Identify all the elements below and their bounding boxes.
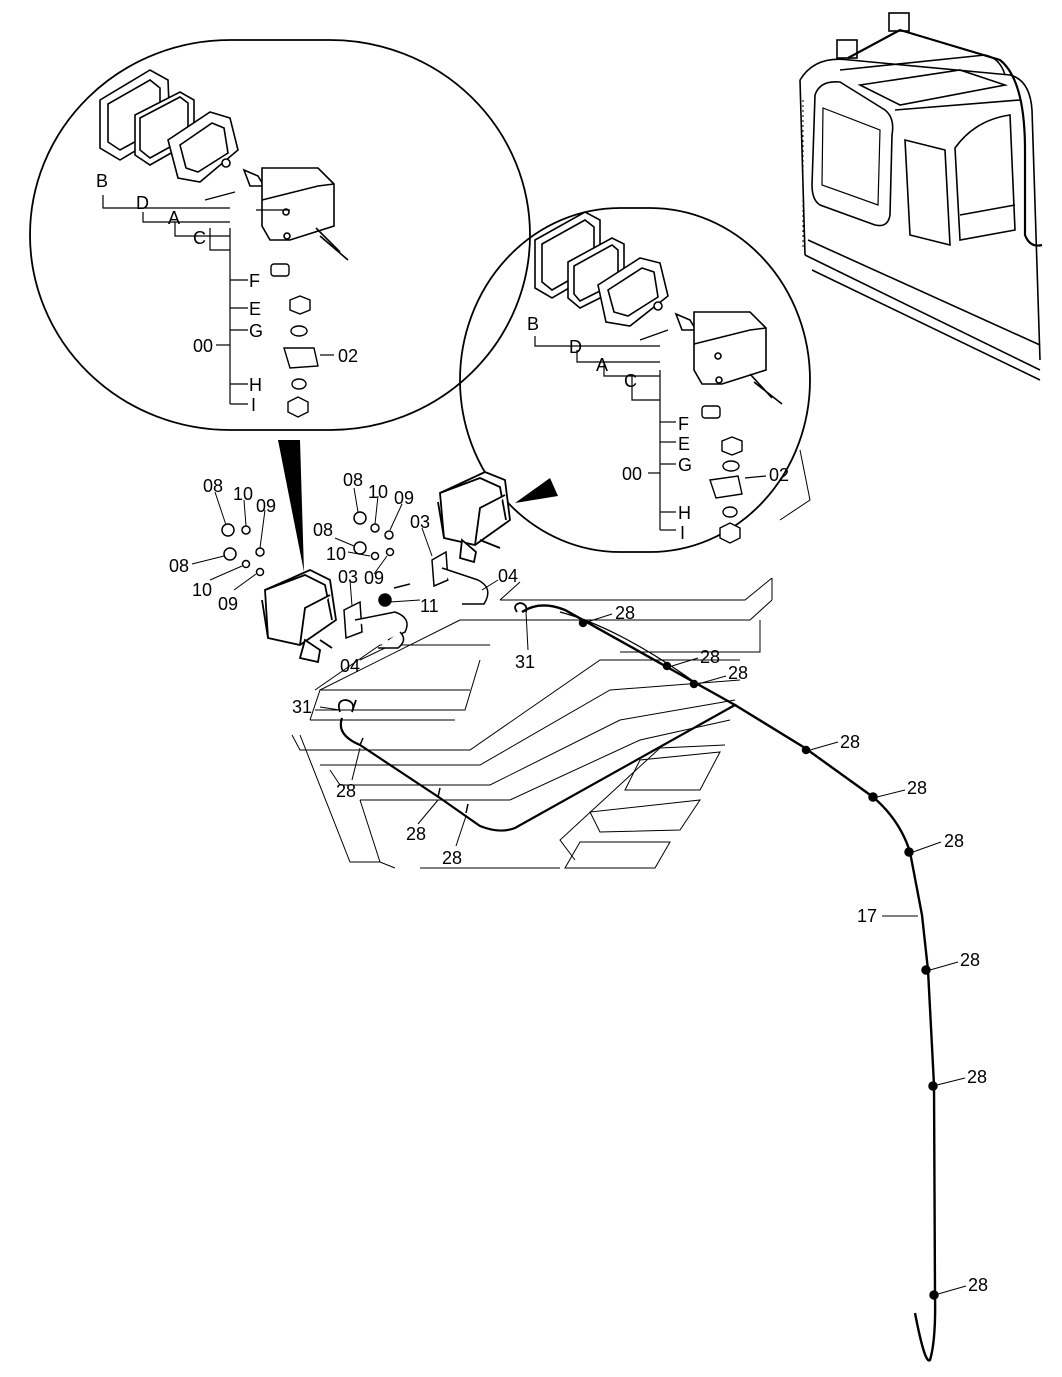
harness-inner [559,611,739,707]
detail-callout-left [29,39,531,431]
part-10-left-b: 10 [192,580,212,600]
harness-main [521,604,937,1362]
pointer-right [515,478,558,503]
callout-i-right: I [680,523,685,543]
work-lamp-right [437,471,511,564]
callout-c-left: C [193,228,206,248]
label-28-4: 28 [840,732,860,752]
callout-c-right: C [624,371,637,391]
callout-00-left: 00 [193,336,213,356]
label-28-5: 28 [907,778,927,798]
part-09-right-b: 09 [364,568,384,588]
part-08-right-a: 08 [343,470,363,490]
detail-callout-right [459,207,811,553]
harness-leaders [319,611,967,1295]
label-28-6: 28 [944,831,964,851]
part-11-left: 11 [420,596,439,616]
label-28-12: 28 [442,848,462,868]
label-28-7: 28 [960,950,980,970]
clips-31 [337,602,528,713]
callout-h-left: H [249,375,262,395]
callout-02-left: 02 [338,346,358,366]
label-28-8: 28 [967,1067,987,1087]
cab-roof-harness [847,28,1043,247]
hardware-leaders [191,487,499,661]
part-08-right-b: 08 [313,520,333,540]
roof-outline-lines [291,449,811,869]
callout-b-right: B [527,314,539,334]
leader-lines-right [534,329,767,531]
callout-f-right: F [678,414,689,434]
leader-lines-left [102,191,334,405]
label-28-2: 28 [700,647,720,667]
label-31-upper: 31 [515,652,535,672]
part-10-right-b: 10 [326,544,346,564]
callout-d-left: D [136,193,149,213]
callout-d-right: D [569,337,582,357]
callout-a-right: A [596,355,608,375]
lamp-small-parts-right [701,405,743,544]
label-28-1: 28 [615,603,635,623]
label-17-harness: 17 [857,906,877,926]
part-09-left-a: 09 [256,496,276,516]
part-03-left: 03 [338,567,358,587]
cab-roof-lamp-mounts [836,12,910,59]
callout-e-left: E [249,299,261,319]
part-03-right: 03 [410,512,430,532]
callout-g-left: G [249,321,263,341]
callout-h-right: H [678,503,691,523]
clips-28 [359,618,939,1300]
part-04-right: 04 [498,566,518,586]
lamp-exploded-left [99,69,349,261]
pointer-left [278,440,304,572]
lamp-exploded-right [534,211,783,405]
part-04-left: 04 [340,656,360,676]
callout-e-right: E [678,434,690,454]
callout-a-left: A [168,208,180,228]
part-08-left-a: 08 [203,476,223,496]
part-08-left-b: 08 [169,556,189,576]
callout-f-left: F [249,271,260,291]
label-28-3: 28 [728,663,748,683]
callout-02-right: 02 [769,465,789,485]
work-lamp-left [261,569,337,664]
callout-b-left: B [96,171,108,191]
lamp-small-parts-left [270,263,319,418]
part-09-right-a: 09 [394,488,414,508]
callout-00-right: 00 [622,464,642,484]
cab-outline [799,54,1041,381]
label-28-11: 28 [406,824,426,844]
brackets-and-hardware [221,511,489,649]
label-28-10: 28 [336,781,356,801]
part-10-right-a: 10 [368,482,388,502]
harness-loop [339,704,736,832]
label-28-9: 28 [968,1275,988,1295]
label-31-lower: 31 [292,697,312,717]
part-10-left-a: 10 [233,484,253,504]
callout-g-right: G [678,455,692,475]
callout-i-left: I [251,395,256,415]
part-09-left-b: 09 [218,594,238,614]
